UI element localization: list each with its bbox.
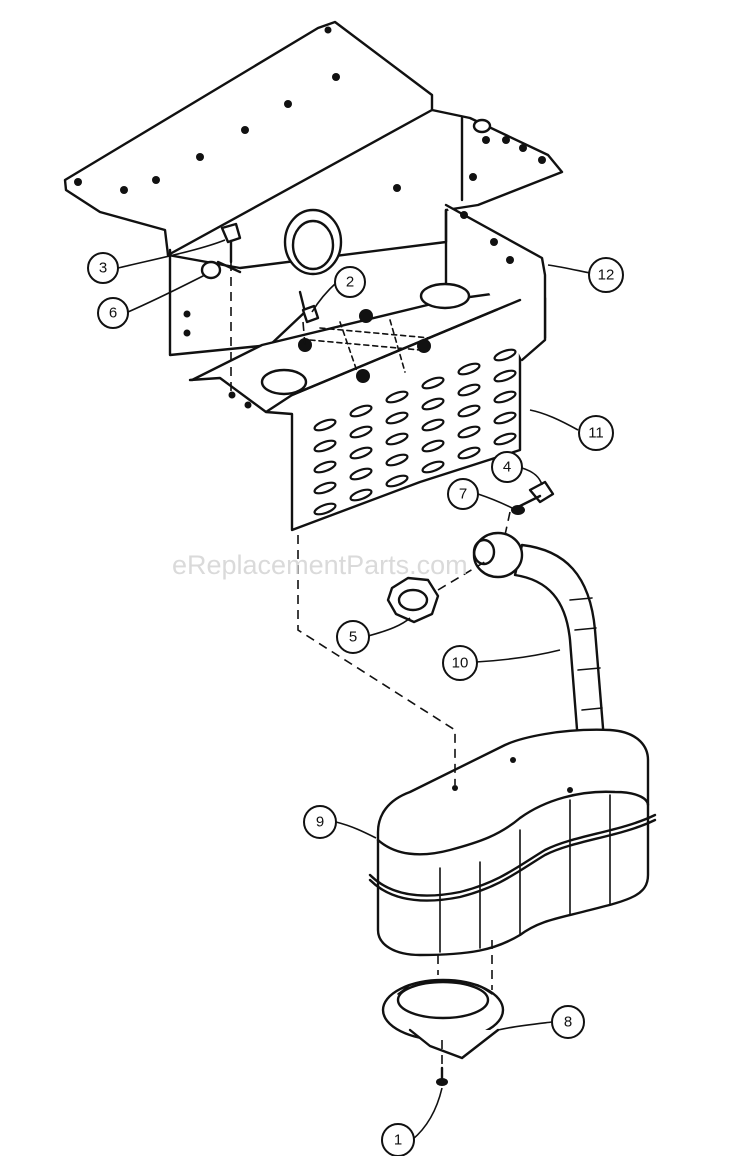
- callout-3: 3: [87, 252, 119, 284]
- vent-slot: [493, 411, 517, 425]
- screw: [436, 1066, 448, 1086]
- vent-slot: [349, 425, 373, 439]
- vent-slot: [349, 446, 373, 460]
- vent-slot: [493, 348, 517, 362]
- callout-8: 8: [551, 1005, 585, 1039]
- callout-label: 1: [394, 1132, 402, 1149]
- vent-slot: [313, 502, 337, 516]
- vent-slot: [313, 481, 337, 495]
- mounting-hardware: [200, 222, 320, 324]
- vent-slot: [457, 446, 481, 460]
- mounting-bracket: [63, 20, 564, 357]
- callout-1: 1: [381, 1123, 415, 1156]
- callout-6: 6: [97, 297, 129, 329]
- gasket: [386, 576, 440, 624]
- vent-slot: [493, 432, 517, 446]
- vent-slot: [421, 439, 445, 453]
- vent-slot: [421, 460, 445, 474]
- callout-label: 6: [109, 305, 117, 322]
- vent-slot: [457, 383, 481, 397]
- vent-slot: [313, 439, 337, 453]
- vent-slot: [421, 397, 445, 411]
- vent-slot: [421, 418, 445, 432]
- callout-label: 7: [459, 486, 467, 503]
- vent-slot: [421, 376, 445, 390]
- callout-12: 12: [588, 257, 624, 293]
- callout-label: 10: [452, 655, 469, 672]
- vent-slot: [313, 460, 337, 474]
- callout-label: 11: [588, 425, 604, 442]
- callout-4: 4: [491, 451, 523, 483]
- vent-slot: [457, 425, 481, 439]
- vent-slot: [385, 474, 409, 488]
- callout-10: 10: [442, 645, 478, 681]
- vent-slot: [385, 453, 409, 467]
- callout-label: 2: [346, 274, 354, 291]
- exhaust-pipe: [472, 531, 606, 751]
- callout-5: 5: [336, 620, 370, 654]
- vent-slot: [349, 488, 373, 502]
- callout-9: 9: [303, 805, 337, 839]
- vent-slot: [349, 404, 373, 418]
- vent-slot: [457, 362, 481, 376]
- callout-label: 8: [564, 1014, 572, 1031]
- vent-slot: [457, 404, 481, 418]
- assembly-lines: [230, 262, 511, 1066]
- spark-arrestor-ring: [381, 978, 505, 1060]
- heat-shield-slots: [313, 348, 517, 516]
- callout-11: 11: [578, 415, 614, 451]
- callout-label: 9: [316, 814, 324, 831]
- callout-label: 3: [99, 260, 107, 277]
- callout-label: 4: [503, 459, 511, 476]
- callout-2: 2: [334, 266, 366, 298]
- vent-slot: [493, 369, 517, 383]
- vent-slot: [385, 411, 409, 425]
- vent-slot: [385, 390, 409, 404]
- callout-label: 12: [598, 267, 615, 284]
- vent-slot: [385, 432, 409, 446]
- callout-7: 7: [447, 478, 479, 510]
- muffler: [368, 728, 657, 957]
- vent-slot: [349, 467, 373, 481]
- flange-bolts: [511, 480, 555, 515]
- watermark: eReplacementParts.com: [172, 550, 468, 580]
- callout-label: 5: [349, 629, 357, 646]
- vent-slot: [493, 390, 517, 404]
- vent-slot: [313, 418, 337, 432]
